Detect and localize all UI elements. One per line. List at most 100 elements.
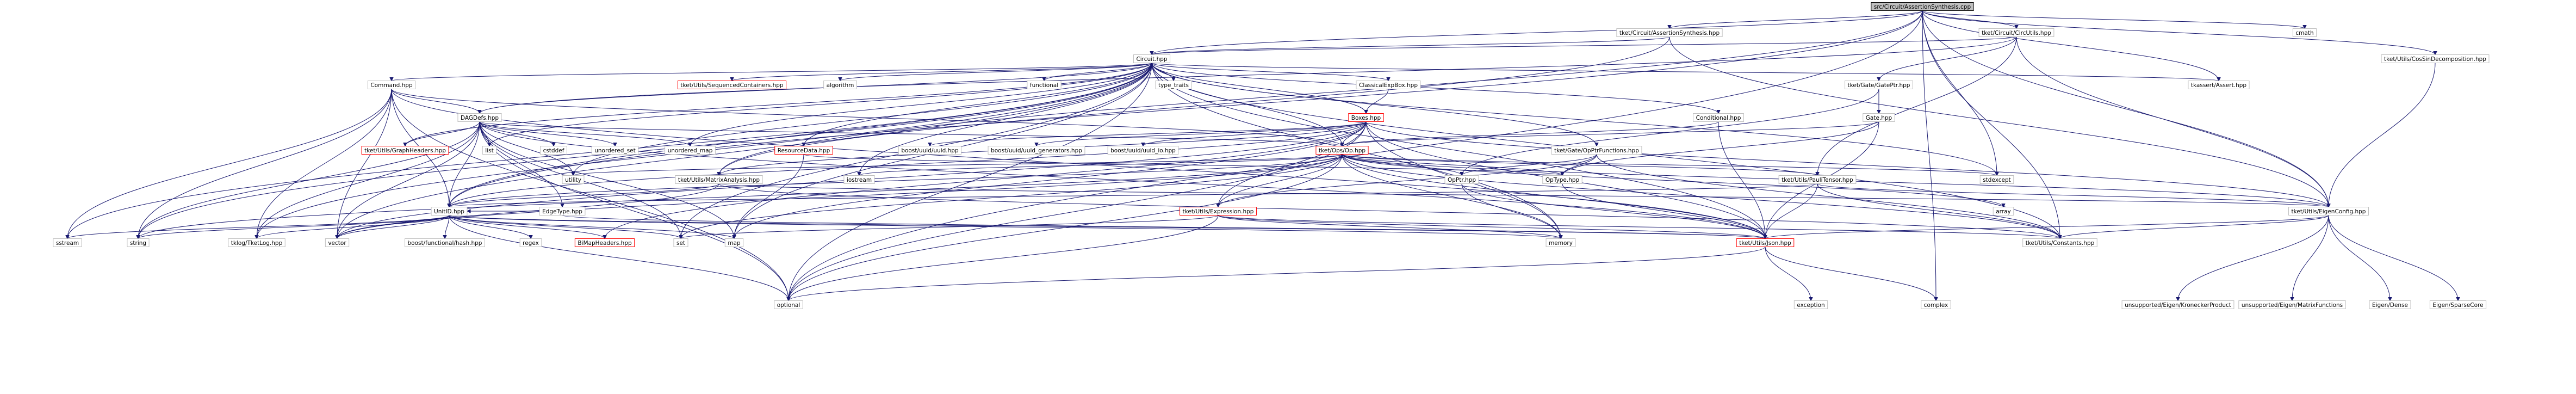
node-conditional-hpp[interactable]: Conditional.hpp xyxy=(1693,113,1744,122)
node-label: regex xyxy=(523,240,539,247)
node-matrix-analysis-hpp[interactable]: tket/Utils/MatrixAnalysis.hpp xyxy=(675,175,763,184)
node-assertion-synthesis-hpp[interactable]: tket/Circuit/AssertionSynthesis.hpp xyxy=(1616,28,1723,37)
node-label: complex xyxy=(1924,302,1948,309)
node-edge-type-hpp[interactable]: EdgeType.hpp xyxy=(539,207,586,216)
node-cosin-decomposition-hpp[interactable]: tket/Utils/CosSinDecomposition.hpp xyxy=(2381,54,2490,63)
node-label: OpPtr.hpp xyxy=(1448,177,1476,183)
node-command-hpp[interactable]: Command.hpp xyxy=(367,81,416,89)
node-iostream[interactable]: iostream xyxy=(843,175,875,184)
node-unitid-hpp[interactable]: UnitID.hpp xyxy=(431,207,468,216)
node-optional[interactable]: optional xyxy=(774,300,803,309)
node-eigen-dense[interactable]: Eigen/Dense xyxy=(2369,300,2411,309)
node-unsupported-matrix-functions[interactable]: unsupported/Eigen/MatrixFunctions xyxy=(2238,300,2346,309)
include-edge xyxy=(1152,36,2017,55)
node-sstream[interactable]: sstream xyxy=(53,238,82,247)
node-constants-hpp[interactable]: tket/Utils/Constants.hpp xyxy=(2022,238,2097,247)
node-eigen-sparse-core[interactable]: Eigen/SparseCore xyxy=(2429,300,2487,309)
node-op-ptr-hpp[interactable]: OpPtr.hpp xyxy=(1444,175,1479,184)
node-cmath[interactable]: cmath xyxy=(2292,28,2317,37)
include-edge xyxy=(1765,183,1818,239)
node-list[interactable]: list xyxy=(482,146,497,155)
node-label: utility xyxy=(565,177,581,183)
node-pauli-tensor-hpp[interactable]: tket/Utils/PauliTensor.hpp xyxy=(1778,175,1857,184)
node-unsupported-kronecker[interactable]: unsupported/Eigen/KroneckerProduct xyxy=(2121,300,2234,309)
node-op-ptr-functions-hpp[interactable]: tket/Gate/OpPtrFunctions.hpp xyxy=(1551,146,1642,155)
node-label: cmath xyxy=(2295,30,2313,36)
node-sequenced-containers-hpp[interactable]: tket/Utils/SequencedContainers.hpp xyxy=(677,81,787,89)
include-edge xyxy=(449,215,605,239)
node-json-hpp[interactable]: tket/Utils/Json.hpp xyxy=(1736,238,1795,247)
node-set[interactable]: set xyxy=(673,238,688,247)
node-label: tket/Utils/Json.hpp xyxy=(1739,240,1791,247)
node-boxes-hpp[interactable]: Boxes.hpp xyxy=(1348,113,1384,122)
node-unordered-map[interactable]: unordered_map xyxy=(665,146,716,155)
include-edge xyxy=(1562,121,1879,176)
node-label: tket/Utils/Constants.hpp xyxy=(2026,240,2095,247)
node-memory[interactable]: memory xyxy=(1545,238,1576,247)
node-map[interactable]: map xyxy=(724,238,744,247)
node-root[interactable]: src/Circuit/AssertionSynthesis.cpp xyxy=(1871,2,1974,11)
include-edge xyxy=(1044,63,1152,81)
node-circ-utils-hpp[interactable]: tket/Circuit/CircUtils.hpp xyxy=(1978,28,2054,37)
node-tket-assert-hpp[interactable]: tkassert/Assert.hpp xyxy=(2188,81,2250,89)
node-uuid-io-hpp[interactable]: boost/uuid/uuid_io.hpp xyxy=(1107,146,1179,155)
node-uuid-generators-hpp[interactable]: boost/uuid/uuid_generators.hpp xyxy=(988,146,1085,155)
node-classical-exp-box-hpp[interactable]: ClassicalExpBox.hpp xyxy=(1356,81,1421,89)
include-edge xyxy=(1922,10,2016,29)
include-edge xyxy=(859,154,1343,176)
node-tklog-hpp[interactable]: tklog/TketLog.hpp xyxy=(228,238,285,247)
include-edge xyxy=(449,121,480,207)
node-op-type-hpp[interactable]: OpType.hpp xyxy=(1542,175,1582,184)
node-label: tket/Gate/OpPtrFunctions.hpp xyxy=(1554,147,1639,154)
node-type-traits[interactable]: type_traits xyxy=(1155,81,1192,89)
include-edge xyxy=(681,215,1219,239)
node-bimap-headers-hpp[interactable]: BiMapHeaders.hpp xyxy=(574,238,635,247)
include-edge xyxy=(2328,215,2458,301)
node-algorithm[interactable]: algorithm xyxy=(823,81,857,89)
node-resource-data-hpp[interactable]: ResourceData.hpp xyxy=(774,146,833,155)
node-utility[interactable]: utility xyxy=(562,175,585,184)
node-label: tket/Ops/Op.hpp xyxy=(1319,147,1365,154)
include-edge xyxy=(449,121,1367,207)
node-functional[interactable]: functional xyxy=(1027,81,1062,89)
node-label: tket/Circuit/AssertionSynthesis.hpp xyxy=(1619,30,1720,36)
include-edge xyxy=(2016,36,2329,207)
node-label: ClassicalExpBox.hpp xyxy=(1359,82,1418,89)
node-label: ResourceData.hpp xyxy=(778,147,830,154)
node-complex[interactable]: complex xyxy=(1921,300,1951,309)
node-label: tket/Utils/CosSinDecomposition.hpp xyxy=(2384,56,2486,63)
node-expression-hpp[interactable]: tket/Utils/Expression.hpp xyxy=(1180,207,1257,216)
include-edge xyxy=(1765,247,1936,301)
node-gate-ptr-hpp[interactable]: tket/Gate/GatePtr.hpp xyxy=(1845,81,1913,89)
include-edge xyxy=(1342,154,2060,239)
node-eigen-config-hpp[interactable]: tket/Utils/EigenConfig.hpp xyxy=(2288,207,2369,216)
node-label: UnitID.hpp xyxy=(434,208,464,215)
node-uuid-hpp[interactable]: boost/uuid/uuid.hpp xyxy=(898,146,962,155)
include-edge xyxy=(138,89,392,239)
node-gate-hpp[interactable]: Gate.hpp xyxy=(1863,113,1895,122)
node-label: Eigen/SparseCore xyxy=(2432,302,2483,309)
include-edge xyxy=(1342,121,1879,146)
node-label: list xyxy=(485,147,493,154)
node-dag-defs-hpp[interactable]: DAGDefs.hpp xyxy=(457,113,502,122)
node-exception[interactable]: exception xyxy=(1793,300,1828,309)
node-unordered-set[interactable]: unordered_set xyxy=(591,146,639,155)
node-label: tket/Gate/GatePtr.hpp xyxy=(1848,82,1910,89)
node-stdexcept[interactable]: stdexcept xyxy=(1979,175,2014,184)
node-array[interactable]: array xyxy=(1992,207,2014,216)
node-label: algorithm xyxy=(827,82,854,89)
node-vector[interactable]: vector xyxy=(325,238,350,247)
node-cstddef[interactable]: cstddef xyxy=(540,146,567,155)
include-edge xyxy=(1669,10,1923,29)
node-circuit-hpp[interactable]: Circuit.hpp xyxy=(1133,54,1171,63)
include-edge xyxy=(859,63,1152,176)
include-edge xyxy=(67,215,450,239)
node-boost-functional-hash[interactable]: boost/functional/hash.hpp xyxy=(405,238,485,247)
node-label: memory xyxy=(1549,240,1573,247)
node-string[interactable]: string xyxy=(127,238,150,247)
include-edge xyxy=(1151,63,1765,239)
node-regex[interactable]: regex xyxy=(519,238,542,247)
include-edge xyxy=(391,89,480,114)
node-graph-headers-hpp[interactable]: tket/Utils/GraphHeaders.hpp xyxy=(361,146,449,155)
node-op-hpp[interactable]: tket/Ops/Op.hpp xyxy=(1315,146,1369,155)
